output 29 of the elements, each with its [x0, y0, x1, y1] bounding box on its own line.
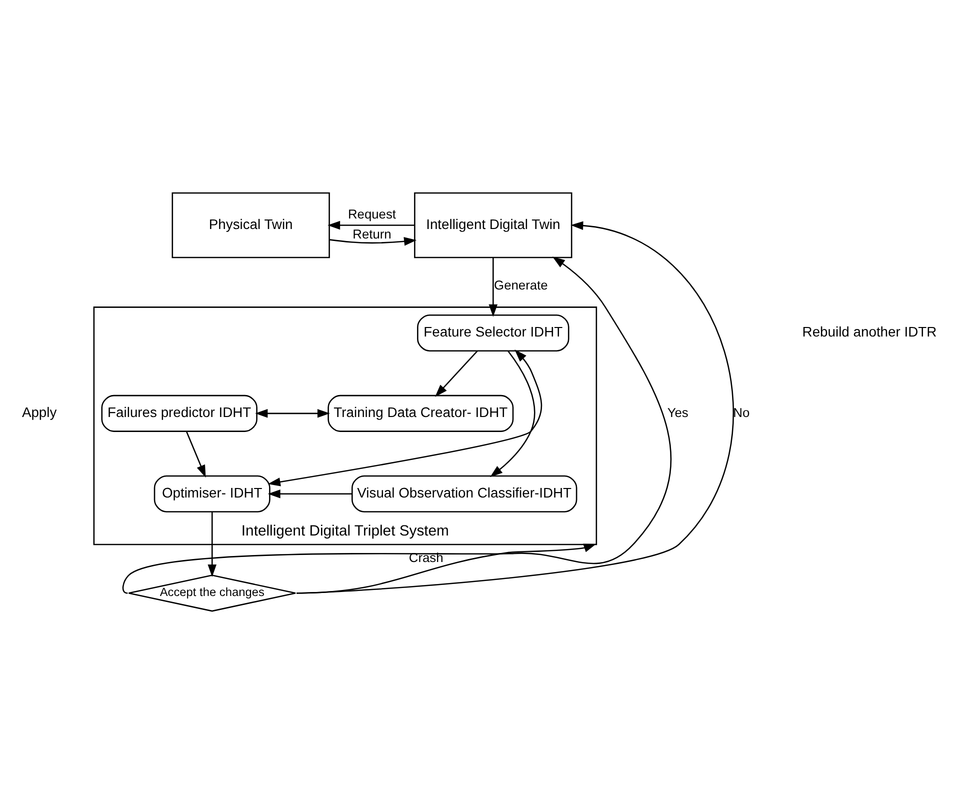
arrow: [268, 349, 542, 486]
arrow: [296, 220, 734, 594]
node-box: Physical Twin: [172, 192, 330, 258]
arrow: [122, 256, 672, 594]
arrow: [488, 257, 498, 316]
node-box: Intelligent Digital Twin: [414, 192, 572, 258]
edge-label: Return: [352, 226, 392, 242]
label: Apply: [22, 404, 57, 420]
arrow: [255, 408, 330, 418]
arrow: [435, 350, 478, 396]
node-box: Failures predictor IDHT: [101, 394, 258, 432]
node-box: Optimiser- IDHT: [154, 474, 270, 512]
arrow: [329, 236, 417, 246]
node-diamond: Accept the changes: [128, 574, 296, 612]
arrow: [328, 220, 414, 230]
arrow: [186, 430, 206, 478]
arrow: [296, 543, 596, 594]
node-box: Feature Selector IDHT: [417, 314, 570, 351]
label: Rebuild another IDTR: [802, 323, 937, 340]
edge-label: Yes: [667, 404, 688, 420]
node-box: Visual Observation Classifier-IDHT: [352, 474, 578, 512]
arrow: [268, 488, 352, 498]
arrow: [490, 350, 536, 477]
node-box: Training Data Creator- IDHT: [328, 394, 514, 432]
edge-label: Request: [348, 206, 396, 222]
edge-label: Crash: [408, 550, 444, 565]
edge-label: No: [733, 404, 750, 420]
edge-label: Generate: [494, 277, 548, 292]
arrow: [208, 511, 216, 577]
